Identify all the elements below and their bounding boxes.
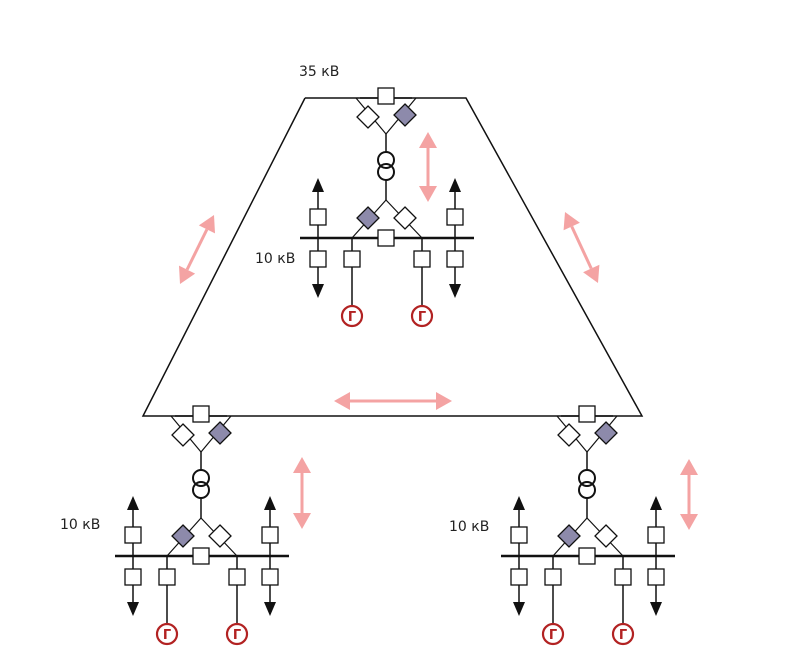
feeder-breaker xyxy=(261,568,279,586)
generator-icon xyxy=(155,622,179,646)
lv-sectional-breaker xyxy=(192,547,210,565)
power-flow-double-arrow-icon xyxy=(563,212,600,283)
feeder-breaker xyxy=(510,568,528,586)
lv-bus-label-top: 10 кВ xyxy=(255,251,296,267)
arrow-shaft xyxy=(570,225,593,270)
feeder-breaker xyxy=(647,568,665,586)
arrow-head xyxy=(334,392,350,410)
transformer-winding-icon xyxy=(192,469,210,487)
generator-icon xyxy=(541,622,565,646)
lv-sectional-breaker xyxy=(377,229,395,247)
load-arrow-down-icon xyxy=(312,284,324,298)
generator-symbol: Г xyxy=(549,628,557,643)
lv-sectional-breaker xyxy=(578,547,596,565)
feeder-breaker xyxy=(124,526,142,544)
power-flow-double-arrow-icon xyxy=(293,457,311,529)
load-arrow-down-icon xyxy=(127,602,139,616)
generator-breaker xyxy=(343,250,361,268)
load-arrow-down-icon xyxy=(513,602,525,616)
load-arrow-down-icon xyxy=(264,602,276,616)
transformer-winding-icon xyxy=(192,481,210,499)
hv-network-line xyxy=(141,97,644,417)
arrow-head xyxy=(419,132,437,148)
load-arrow-up-icon xyxy=(513,496,525,510)
generator-breaker xyxy=(614,568,632,586)
generator-breaker xyxy=(228,568,246,586)
feeder-breaker xyxy=(124,568,142,586)
feeder-breaker xyxy=(309,250,327,268)
hv-sectional-breaker xyxy=(578,405,596,423)
load-arrow-down-icon xyxy=(650,602,662,616)
load-arrow-up-icon xyxy=(312,178,324,192)
transformer-winding-icon xyxy=(578,469,596,487)
arrow-head xyxy=(583,264,600,283)
hv-breaker-closed xyxy=(393,103,417,127)
hv-breaker-closed xyxy=(594,421,618,445)
lv-breaker-closed xyxy=(171,524,195,548)
arrow-head xyxy=(436,392,452,410)
load-arrow-up-icon xyxy=(449,178,461,192)
hv-breaker-closed xyxy=(208,421,232,445)
transformer-winding-icon xyxy=(377,151,395,169)
feeder-breaker xyxy=(510,526,528,544)
load-arrow-up-icon xyxy=(264,496,276,510)
hv-sectional-breaker xyxy=(192,405,210,423)
lv-breaker-open xyxy=(393,206,417,230)
hv-breaker-open xyxy=(557,423,581,447)
generator-symbol: Г xyxy=(619,628,627,643)
lv-breaker-closed xyxy=(356,206,380,230)
power-flow-double-arrow-icon xyxy=(680,459,698,530)
lv-breaker-open xyxy=(208,524,232,548)
power-flow-double-arrow-icon xyxy=(178,215,216,284)
arrow-head xyxy=(680,459,698,475)
arrow-head xyxy=(563,212,580,231)
load-arrow-up-icon xyxy=(127,496,139,510)
arrow-head xyxy=(198,215,216,234)
feeder-breaker xyxy=(446,250,464,268)
generator-breaker xyxy=(158,568,176,586)
hv-breaker-open xyxy=(171,423,195,447)
hv-sectional-breaker xyxy=(377,87,395,105)
generator-icon xyxy=(611,622,635,646)
transformer-winding-icon xyxy=(377,163,395,181)
load-arrow-down-icon xyxy=(449,284,461,298)
generator-symbol: Г xyxy=(233,628,241,643)
generator-symbol: Г xyxy=(348,310,356,325)
arrow-head xyxy=(293,457,311,473)
generator-icon xyxy=(225,622,249,646)
hv-bus-label: 35 кВ xyxy=(299,64,340,80)
generator-icon xyxy=(340,304,364,328)
lv-bus-label-right: 10 кВ xyxy=(449,519,490,535)
feeder-breaker xyxy=(446,208,464,226)
load-arrow-up-icon xyxy=(650,496,662,510)
lv-breaker-closed xyxy=(557,524,581,548)
generator-breaker xyxy=(413,250,431,268)
feeder-breaker xyxy=(647,526,665,544)
arrow-head xyxy=(293,513,311,529)
transformer-winding-icon xyxy=(578,481,596,499)
arrow-head xyxy=(680,514,698,530)
generator-breaker xyxy=(544,568,562,586)
generator-symbol: Г xyxy=(163,628,171,643)
power-flow-double-arrow-icon xyxy=(334,392,452,410)
feeder-breaker xyxy=(261,526,279,544)
arrow-head xyxy=(178,265,196,284)
power-flow-double-arrow-icon xyxy=(419,132,437,202)
lv-bus-label-left: 10 кВ xyxy=(60,517,101,533)
hv-breaker-open xyxy=(356,105,380,129)
generator-symbol: Г xyxy=(418,310,426,325)
feeder-breaker xyxy=(309,208,327,226)
generator-icon xyxy=(410,304,434,328)
arrow-shaft xyxy=(185,228,209,271)
lv-breaker-open xyxy=(594,524,618,548)
arrow-head xyxy=(419,186,437,202)
